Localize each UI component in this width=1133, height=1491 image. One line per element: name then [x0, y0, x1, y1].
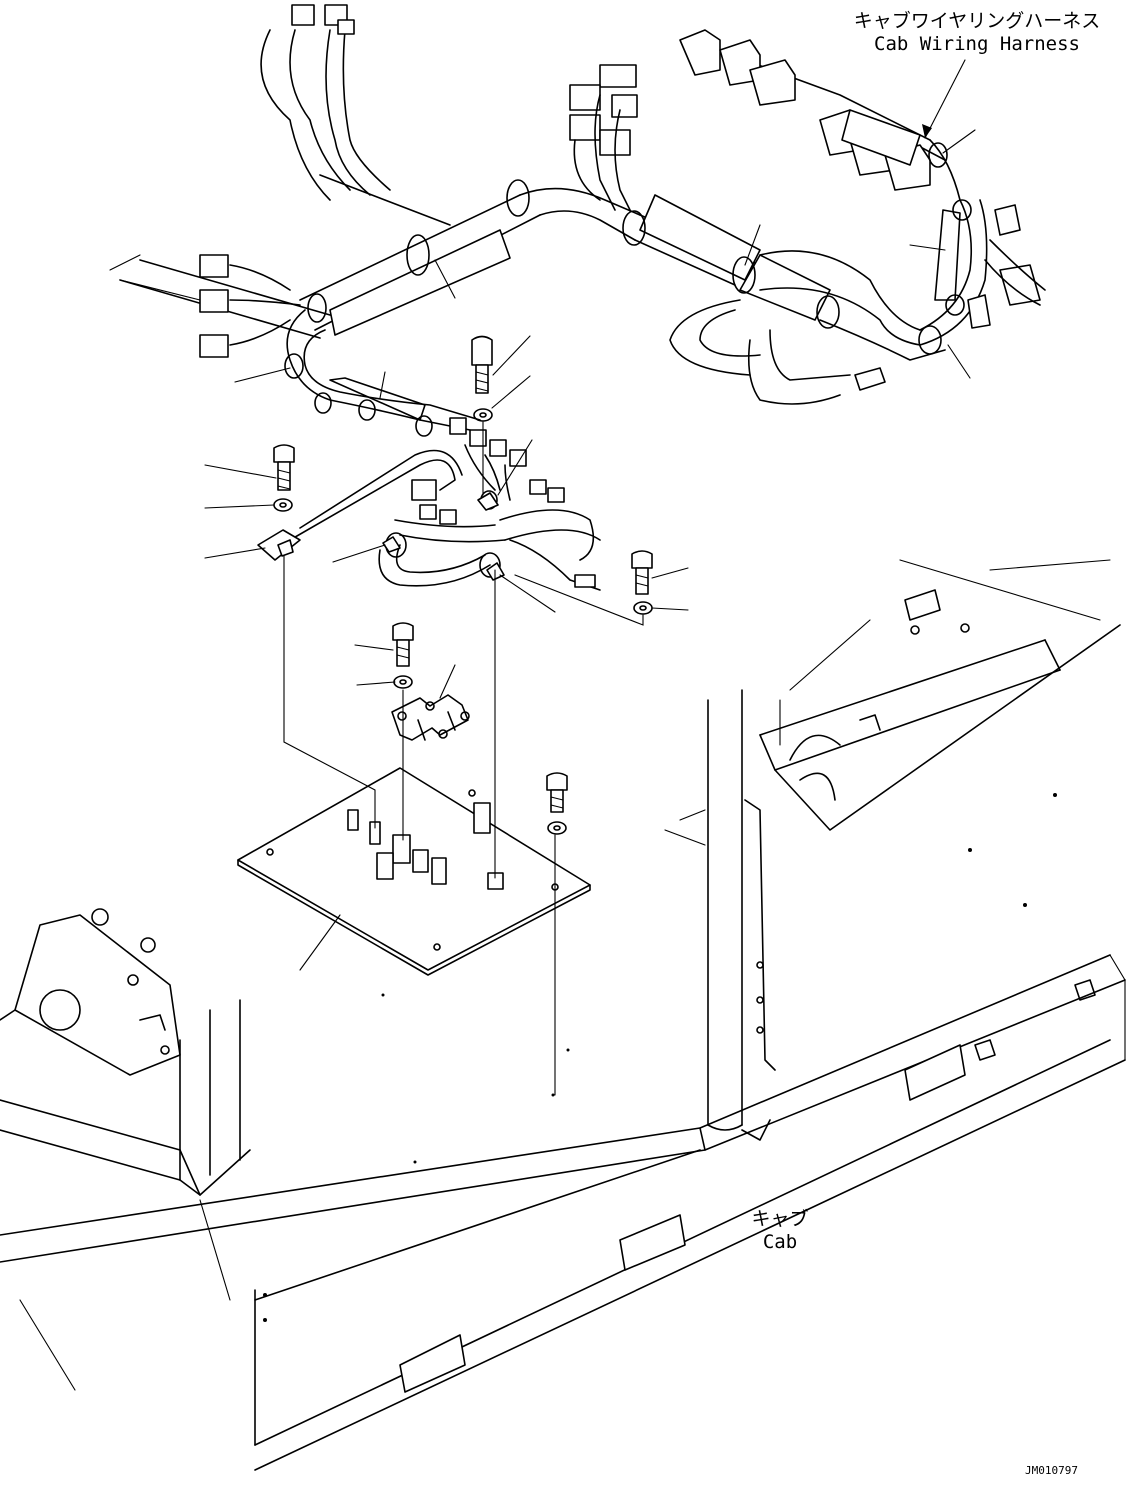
- leader-lines: [204, 59, 976, 1096]
- cab-wiring-harness: [109, 4, 1046, 591]
- cab-label-jp: キャブ: [751, 1208, 809, 1230]
- connector-icon: [199, 254, 229, 358]
- washer-icon: [273, 498, 293, 512]
- washer-icon: [547, 821, 567, 835]
- bolt-icon: [471, 335, 493, 394]
- plate-icon: [237, 767, 591, 1164]
- harness-label: キャブワイヤリングハーネス Cab Wiring Harness: [852, 10, 1102, 56]
- cab-frame: [0, 559, 1126, 1471]
- harness-label-jp: キャブワイヤリングハーネス: [853, 10, 1101, 32]
- washer-icon: [393, 675, 413, 689]
- stud: [347, 802, 504, 890]
- bolt-icon: [546, 772, 568, 813]
- bolt-icon: [392, 622, 414, 667]
- cab-label-en: Cab: [762, 1231, 798, 1253]
- cab-label: キャブ Cab: [740, 1208, 820, 1254]
- connector-icon: [569, 64, 638, 156]
- connector-icon: [419, 417, 565, 525]
- fastener-parts: [273, 335, 653, 835]
- clamp-icon: [391, 694, 470, 741]
- harness-label-en: Cab Wiring Harness: [874, 33, 1080, 55]
- clamp-icon: [277, 142, 972, 581]
- drawing-code: JM010797: [1025, 1464, 1078, 1477]
- connector-icon: [291, 4, 355, 35]
- bolt-icon: [631, 550, 653, 595]
- bolt-icon: [273, 444, 295, 491]
- washer-icon: [473, 408, 493, 422]
- washer-icon: [633, 601, 653, 615]
